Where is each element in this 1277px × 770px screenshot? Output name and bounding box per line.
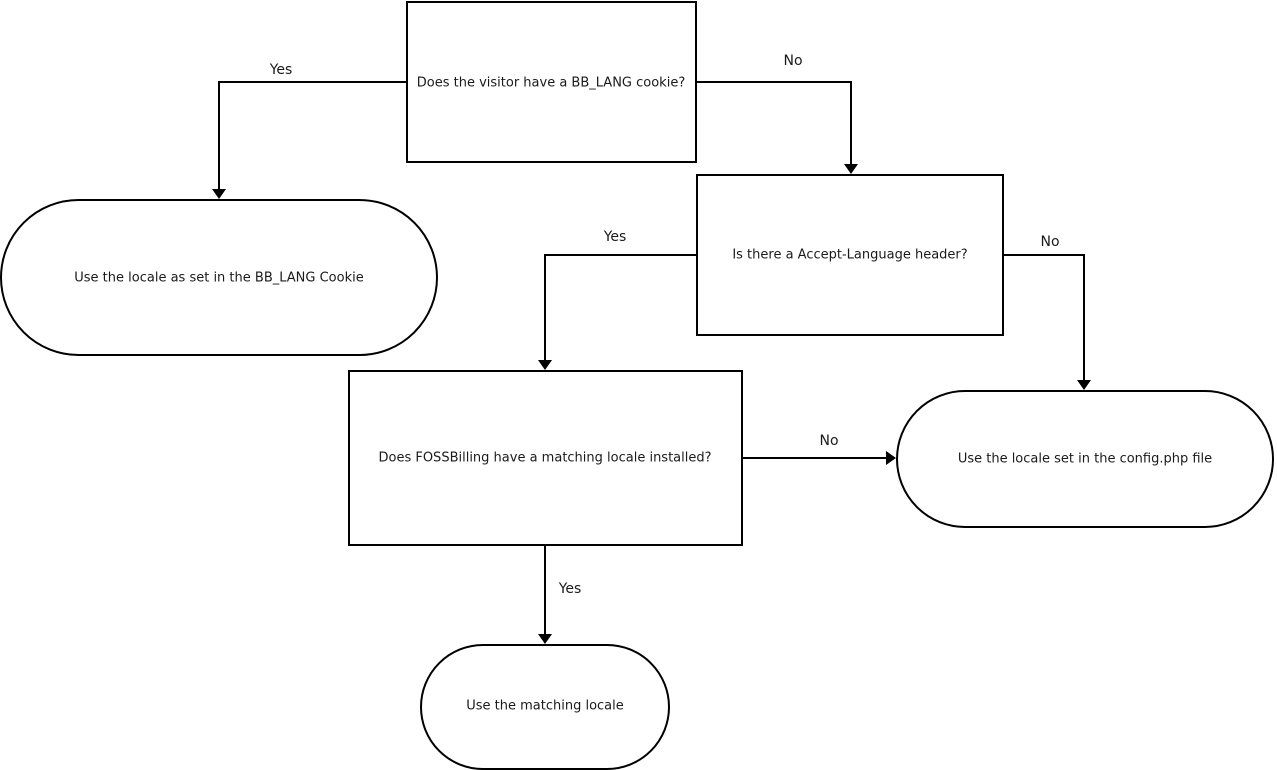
node-shape[interactable] [0,199,438,356]
edge-label: No [783,53,802,69]
edge-arrowhead [844,164,858,174]
node-shape[interactable] [896,390,1274,528]
edge-label: No [819,433,838,449]
edge-matching-locale-no: No [743,433,896,465]
edge-arrowhead [538,360,552,370]
node-use-config-locale[interactable]: Use the locale set in the config.php fil… [896,390,1274,528]
edge-label: Yes [603,229,627,245]
edge-line [697,81,852,166]
edge-accept-language-yes: Yes [538,229,696,370]
node-label: Does FOSSBilling have a matching locale … [378,451,711,466]
edge-arrowhead [212,189,226,199]
edge-cookie-no: No [697,53,858,174]
edge-arrowhead [886,451,896,465]
edge-label: Yes [558,581,582,597]
node-label: Use the locale as set in the BB_LANG Coo… [74,271,363,286]
node-label: Does the visitor have a BB_LANG cookie? [417,76,685,91]
edge-arrowhead [538,634,552,644]
node-accept-language-decision[interactable]: Is there a Accept-Language header? [696,174,1004,336]
node-use-matching-locale[interactable]: Use the matching locale [420,644,670,770]
node-label: Is there a Accept-Language header? [732,248,967,263]
edge-arrowhead [1077,380,1091,390]
node-shape[interactable] [406,1,697,163]
node-shape[interactable] [696,174,1004,336]
edge-label: Yes [269,62,293,78]
edge-accept-language-no: No [1004,234,1091,390]
node-matching-locale-decision[interactable]: Does FOSSBilling have a matching locale … [348,370,743,546]
node-use-cookie-locale[interactable]: Use the locale as set in the BB_LANG Coo… [0,199,438,356]
edge-matching-locale-yes: Yes [538,546,581,644]
node-shape[interactable] [420,644,670,770]
node-shape[interactable] [348,370,743,546]
node-label: Use the matching locale [466,699,624,714]
node-label: Use the locale set in the config.php fil… [958,452,1212,467]
edge-label: No [1040,234,1059,250]
edge-line [218,81,406,191]
node-cookie-decision[interactable]: Does the visitor have a BB_LANG cookie? [406,1,697,163]
edge-line [544,254,696,362]
edge-cookie-yes: Yes [212,62,406,199]
edge-line [1004,254,1085,382]
